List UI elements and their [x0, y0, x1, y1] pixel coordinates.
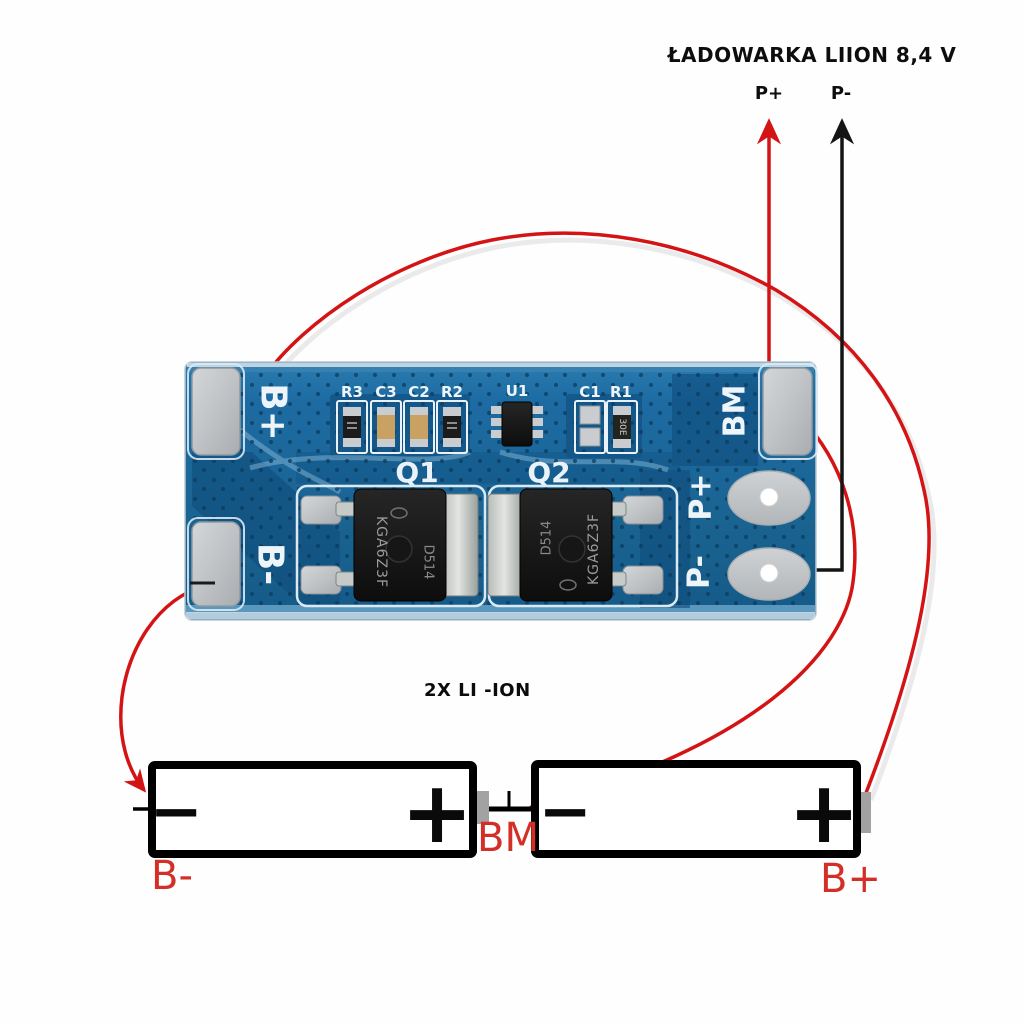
cell1-plus-symbol: + [401, 763, 473, 863]
capacitor-c1-pads [579, 405, 601, 447]
silk-q1: Q1 [395, 456, 438, 489]
silk-p-minus: P- [682, 555, 717, 589]
silk-c3: C3 [375, 383, 396, 401]
wire-battery-bplus-to-pad [225, 231, 931, 794]
component-silk-boxes [336, 400, 638, 454]
wire-bm-pad-to-junction [528, 416, 857, 812]
mosfet-q1: KGA6Z3F D514 [300, 488, 479, 602]
b-plus-pad-silk [187, 363, 245, 460]
silk-r3: R3 [341, 383, 363, 401]
b-minus-pad-silk [187, 517, 245, 611]
pcb-top-strip [187, 367, 814, 372]
resistor-r1: 30E [613, 406, 631, 448]
silk-b-minus: B- [250, 543, 291, 585]
bm-junction-nub [474, 791, 489, 824]
bm-pad [762, 367, 813, 456]
battery-bm-label: BM [477, 815, 539, 861]
cell2-plus-symbol: + [788, 763, 860, 863]
resistor-r3 [343, 407, 361, 447]
battery-pack: − + − + B- BM B+ [133, 760, 881, 902]
q1-part-marking: KGA6Z3F [373, 516, 389, 588]
charger-p-plus-label: P+ [755, 83, 783, 104]
ic-u1 [491, 401, 543, 447]
pcb-board: B+ B- BM P+ P- R3 C3 C2 R2 U1 C1 R1 [184, 361, 818, 621]
wire-bminus-pad-to-battery [119, 583, 207, 793]
cell1-minus-symbol: − [149, 775, 203, 849]
silk-r1: R1 [610, 383, 632, 401]
silk-q2: Q2 [527, 456, 570, 489]
mosfet-q2: D514 KGA6Z3F [487, 488, 664, 602]
battery-caption: 2X LI -ION [424, 680, 531, 701]
q1-date-marking: D514 [421, 545, 436, 580]
b-plus-pad [191, 367, 241, 456]
silk-c2: C2 [408, 383, 429, 401]
battery-cell-1: − + [148, 761, 477, 863]
wire-shadow [231, 237, 937, 801]
silk-p-plus: P+ [684, 473, 719, 520]
component-labels: R3 C3 C2 R2 U1 C1 R1 [341, 382, 632, 401]
q1-silk-outline [295, 484, 487, 608]
q2-date-marking: D514 [540, 521, 555, 556]
charger-p-minus-label: P- [831, 83, 851, 104]
silk-c1: C1 [579, 383, 600, 401]
silk-r2: R2 [441, 383, 463, 401]
cell2-minus-symbol: − [538, 775, 592, 849]
battery-b-minus-label: B- [151, 853, 193, 899]
p-minus-hole [759, 563, 779, 583]
r1-code: 30E [617, 418, 627, 435]
bm-pad-silk [758, 363, 818, 460]
charger-title: ŁADOWARKA LIION 8,4 V [667, 43, 957, 67]
battery-cell-2: − + [531, 760, 861, 863]
battery-b-plus-label: B+ [820, 856, 881, 902]
silk-u1: U1 [506, 382, 529, 400]
pcb-top-edge [187, 363, 814, 367]
capacitor-c2 [410, 407, 428, 447]
resistor-r2 [443, 407, 461, 447]
q2-part-marking: KGA6Z3F [586, 513, 602, 585]
b-minus-pad [191, 521, 241, 607]
capacitor-c3 [377, 407, 395, 447]
silk-b-plus: B+ [253, 383, 294, 441]
silk-bm: BM [718, 385, 753, 438]
p-plus-hole [759, 487, 779, 507]
pcb-bottom-edge [186, 612, 815, 619]
